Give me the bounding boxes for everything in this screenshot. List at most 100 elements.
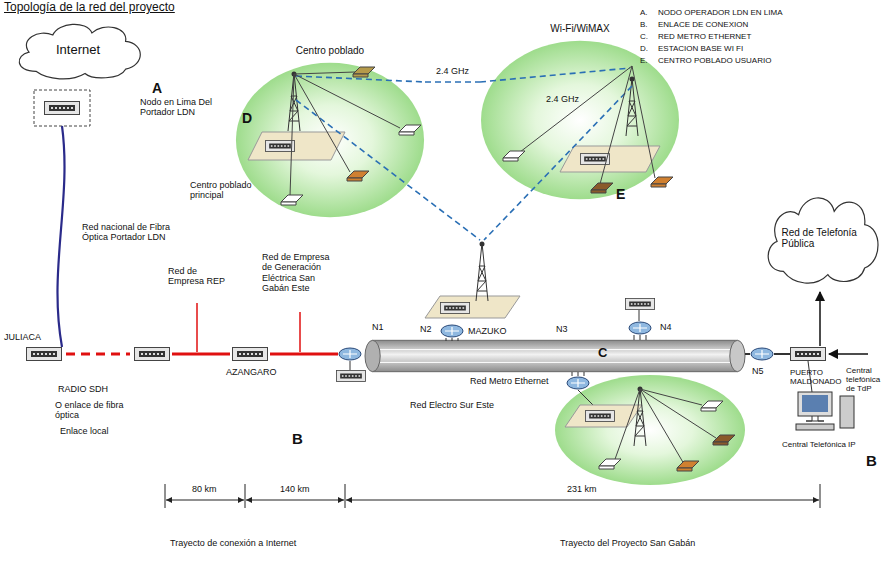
dimension-bar-part <box>165 484 166 508</box>
base-stations-part <box>248 132 345 160</box>
base-stations-part <box>425 296 520 318</box>
bottom-village-part <box>599 459 621 469</box>
bottom-village-part <box>567 377 589 389</box>
distance-label: 140 km <box>278 484 312 494</box>
callout-letter: E <box>616 186 625 202</box>
shape-part <box>373 340 738 371</box>
metro-nodes-part <box>840 396 854 428</box>
legend-text: RED METRO ETHERNET <box>658 32 751 41</box>
village-area: Centro pobladoCentro poblado principal <box>235 62 425 218</box>
connection-link-part <box>27 348 62 361</box>
place-name: AZANGARO <box>226 367 277 377</box>
bottom-village-part <box>640 389 702 405</box>
callout-letter: D <box>242 110 252 126</box>
equipment-caption: Central telefónica de TdP <box>846 366 890 394</box>
metro-nodes-part <box>796 424 834 430</box>
dimension-bar-part <box>820 484 821 508</box>
node-caption: Nodo en Lima Del Portador LDN <box>140 97 218 118</box>
link-caption: Enlace local <box>60 426 109 436</box>
dimension-bar-part <box>345 484 346 508</box>
bottom-village-part <box>677 461 699 471</box>
route-caption: Trayecto del Proyecto San Gabán <box>560 538 695 548</box>
legend-letter: B. <box>640 20 648 29</box>
connection-link-part <box>336 371 365 382</box>
bottom-village-part <box>585 411 614 422</box>
connection-link-part <box>270 353 338 356</box>
phone-network-cloud-outline <box>758 188 885 288</box>
lima-node-part <box>45 102 80 115</box>
node-id: N1 <box>372 322 384 332</box>
connection-link-part <box>233 348 268 361</box>
metro-nodes-part <box>798 392 832 416</box>
bottom-village-part <box>701 401 723 411</box>
legend-letter: A. <box>640 8 648 17</box>
shape-part <box>19 24 140 79</box>
link-caption: Red de Empresa de Generación Eléctrica S… <box>262 252 340 293</box>
legend-text: CENTRO POBLADO USUARIO <box>658 56 771 65</box>
node-label: Red de Telefonía Pública <box>782 227 862 250</box>
link-caption: Red nacional de Fibra Óptica Portador LD… <box>82 222 177 243</box>
place-name: MAZUKO <box>468 326 507 336</box>
shape-part <box>768 198 878 283</box>
internet-cloud: Internet <box>8 18 148 82</box>
metro-nodes-part <box>639 310 640 321</box>
bottom-village-part <box>713 435 735 445</box>
connection-link <box>27 303 366 381</box>
metro-nodes-part <box>791 348 826 361</box>
metro-nodes-part <box>441 325 463 337</box>
shape-part <box>365 340 380 371</box>
base-stations-part <box>265 141 294 152</box>
connection-link-part <box>350 361 351 370</box>
dimension-bar-part <box>245 484 246 508</box>
node-note: Centro poblado principal <box>190 180 262 201</box>
link-label: 2.4 GHz <box>434 66 471 76</box>
metro-nodes-part <box>829 353 868 355</box>
place-name: PUERTO MALDONADO <box>790 368 852 386</box>
connection-link-part <box>339 348 361 360</box>
callout-letter: B <box>866 452 877 469</box>
link-caption: O enlace de fibra óptica <box>55 400 130 421</box>
bottom-village-part <box>640 389 684 464</box>
connection-link-part <box>196 303 198 352</box>
distance-label: 231 km <box>565 484 599 494</box>
metro-ethernet-tube-outline <box>365 340 745 372</box>
base-stations-part <box>651 177 673 187</box>
lima-node <box>34 90 90 347</box>
callout-letter: A <box>152 80 162 96</box>
metro-nodes-part <box>751 348 773 360</box>
callout-letter: B <box>292 430 303 447</box>
callout-letter: C <box>598 346 607 361</box>
node-label: Red Metro Ethernet <box>470 376 549 386</box>
route-caption: Trayecto de conexión a Internet <box>170 538 296 548</box>
link-caption: RADIO SDH <box>58 384 108 394</box>
metro-ethernet-tube: Red Metro Ethernet <box>365 340 745 372</box>
radio-link <box>425 81 480 83</box>
shape-part <box>236 63 424 217</box>
connection-link-part <box>66 353 130 356</box>
legend-text: NODO OPERADOR LDN EN LIMA <box>658 8 782 17</box>
frequency-label: 2.4 GHz <box>546 94 579 104</box>
base-stations-part <box>476 242 488 302</box>
village-area-outline <box>480 40 680 200</box>
metro-nodes-part <box>806 416 824 421</box>
node-id: N4 <box>660 322 672 332</box>
place-name: JULIACA <box>4 332 41 342</box>
shape-part <box>481 41 679 199</box>
distance-label: 80 km <box>190 484 219 494</box>
node-label: Wi-Fi/WiMAX <box>550 23 609 35</box>
metro-nodes-part <box>745 353 750 355</box>
node-id: N3 <box>556 324 568 334</box>
base-stations-part <box>440 303 469 314</box>
connection-link-part <box>299 312 301 352</box>
base-stations-part <box>580 154 609 165</box>
shape-part <box>730 340 745 371</box>
legend-letter: D. <box>640 44 648 53</box>
legend-text: ENLACE DE CONEXION <box>658 20 748 29</box>
bottom-village-part <box>572 372 584 376</box>
legend-text: ESTACION BASE WI FI <box>658 44 743 53</box>
connection-link-part <box>172 353 230 356</box>
dimension-bar-part <box>346 500 819 501</box>
node-label: Internet <box>56 43 100 58</box>
